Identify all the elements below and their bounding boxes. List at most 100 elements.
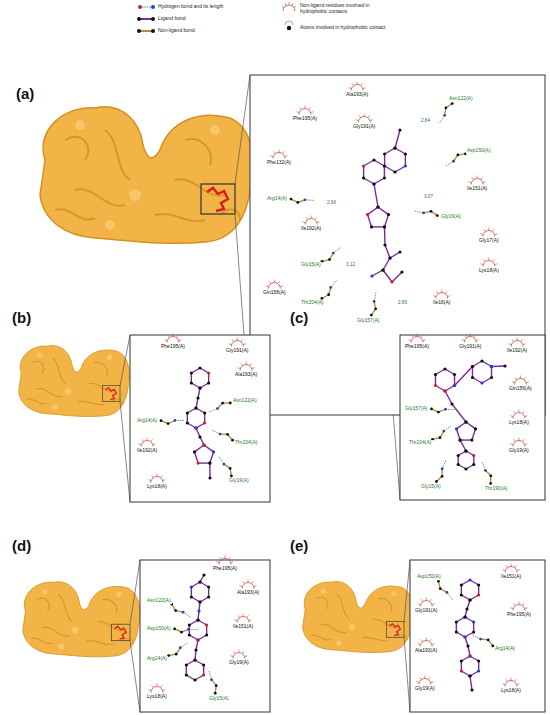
atom-dot	[457, 463, 460, 466]
hydrophobic-arc	[411, 337, 423, 343]
hydrophobic-spoke	[368, 115, 370, 117]
atom-dot	[372, 182, 375, 185]
hydrophobic-arc	[420, 641, 432, 647]
atom-dot	[198, 435, 201, 438]
residue-atom	[167, 422, 170, 425]
atom-dot	[212, 450, 215, 453]
atom-dot	[207, 381, 210, 384]
hydrophobic-spoke	[477, 176, 478, 179]
atom-dot	[208, 461, 211, 464]
hydrophobic-spoke	[520, 376, 521, 379]
atom-dot	[197, 461, 200, 464]
legend-text: Ligand bond	[158, 16, 186, 22]
bond-line	[372, 270, 383, 276]
atom-dot	[477, 593, 480, 596]
atom-dot	[464, 420, 467, 423]
atom-dot	[471, 365, 474, 368]
legend-text: Hydrogen bond and its length	[158, 4, 223, 10]
bond-line	[194, 452, 198, 463]
atom-dot	[472, 454, 475, 457]
hydrophobic-arc	[240, 365, 252, 371]
bond-line	[472, 429, 476, 440]
atom-dot	[459, 438, 462, 441]
bond-line	[175, 420, 185, 421]
legend-text: Non-ligand bond	[158, 28, 195, 34]
hydrophobic-spoke	[511, 564, 512, 567]
atom-dot	[198, 386, 201, 389]
atom-dot	[466, 644, 469, 647]
hydrophobic-spoke	[220, 557, 222, 559]
hydrophobic-spoke	[421, 599, 423, 601]
hydrophobic-arc	[483, 261, 495, 267]
bond-line	[385, 148, 395, 154]
atom-dot	[490, 365, 493, 368]
hydrophobic-spoke	[147, 438, 148, 441]
panel-label: (e)	[290, 538, 308, 555]
atom-dot	[474, 427, 477, 430]
atom-dot	[460, 669, 463, 672]
hydrophobic-spoke	[515, 377, 517, 379]
atom-dot	[471, 365, 474, 368]
atom-dot	[459, 438, 462, 441]
atom-dot	[202, 443, 205, 446]
hydrophobic-residue: Phe195(A)	[506, 612, 532, 618]
bond-line	[331, 280, 337, 288]
atom-dot	[202, 673, 205, 676]
atom-dot	[383, 164, 386, 167]
bond-line	[472, 367, 473, 378]
bond-line	[374, 292, 376, 302]
atom-dot	[443, 389, 446, 392]
hydrophobic-spoke	[296, 111, 299, 113]
atom-dot	[186, 421, 189, 424]
hydrophobic-spoke	[484, 259, 486, 261]
hydrophobic-spoke	[462, 339, 465, 341]
hbond-residue: Arg14(A)	[136, 418, 158, 424]
residue-atom	[221, 402, 224, 405]
hydrophobic-spoke	[512, 381, 515, 383]
bond-line	[435, 375, 436, 386]
atom-dot	[477, 669, 480, 672]
hbond-residue: Gly19(A)	[440, 214, 462, 220]
hydrophobic-spoke	[510, 678, 511, 681]
hydrophobic-spoke	[235, 619, 238, 621]
hydrophobic-residue: Ala193(A)	[236, 590, 260, 596]
hydrophobic-spoke	[522, 411, 524, 413]
hydrophobic-spoke	[488, 258, 489, 261]
residue-atom	[435, 480, 438, 483]
panel-label: (a)	[16, 86, 34, 103]
residue-atom	[229, 467, 232, 470]
hydrophobic-spoke	[416, 334, 417, 337]
hydrophobic-spoke	[148, 479, 151, 481]
residue-atom	[439, 587, 442, 590]
residue-atom	[174, 609, 177, 612]
atom-dot	[463, 615, 466, 618]
atom-dot	[398, 128, 401, 131]
hydrophobic-spoke	[156, 474, 157, 477]
atom-dot	[393, 170, 396, 173]
atom-dot	[370, 225, 373, 228]
hydrophobic-spoke	[151, 439, 153, 441]
hydrophobic-spoke	[476, 339, 479, 341]
hydrophobic-spoke	[481, 177, 483, 179]
hydrophobic-spoke	[164, 339, 167, 341]
hydrophobic-spoke	[426, 598, 427, 601]
hydrophobic-arc	[420, 601, 432, 607]
hydrophobic-spoke	[274, 280, 275, 283]
bond-line	[211, 430, 220, 434]
hydrophobic-residue: Ile151(A)	[466, 186, 488, 192]
residue-atom	[441, 475, 444, 478]
atom-dot	[208, 461, 211, 464]
atom-dot	[190, 585, 193, 588]
atom-dot	[370, 274, 373, 277]
atom-dot	[490, 376, 493, 379]
hbond-residue: Asn122(A)	[448, 96, 474, 102]
hydrophobic-spoke	[237, 338, 238, 341]
hydrophobic-spoke	[176, 335, 178, 337]
bond-line	[435, 386, 445, 392]
atom-dot	[194, 426, 197, 429]
hydrophobic-arc	[419, 679, 431, 685]
hydrophobic-residue: Gly191(A)	[225, 348, 250, 354]
residue-atom	[437, 580, 440, 583]
residue-atom	[215, 684, 218, 687]
